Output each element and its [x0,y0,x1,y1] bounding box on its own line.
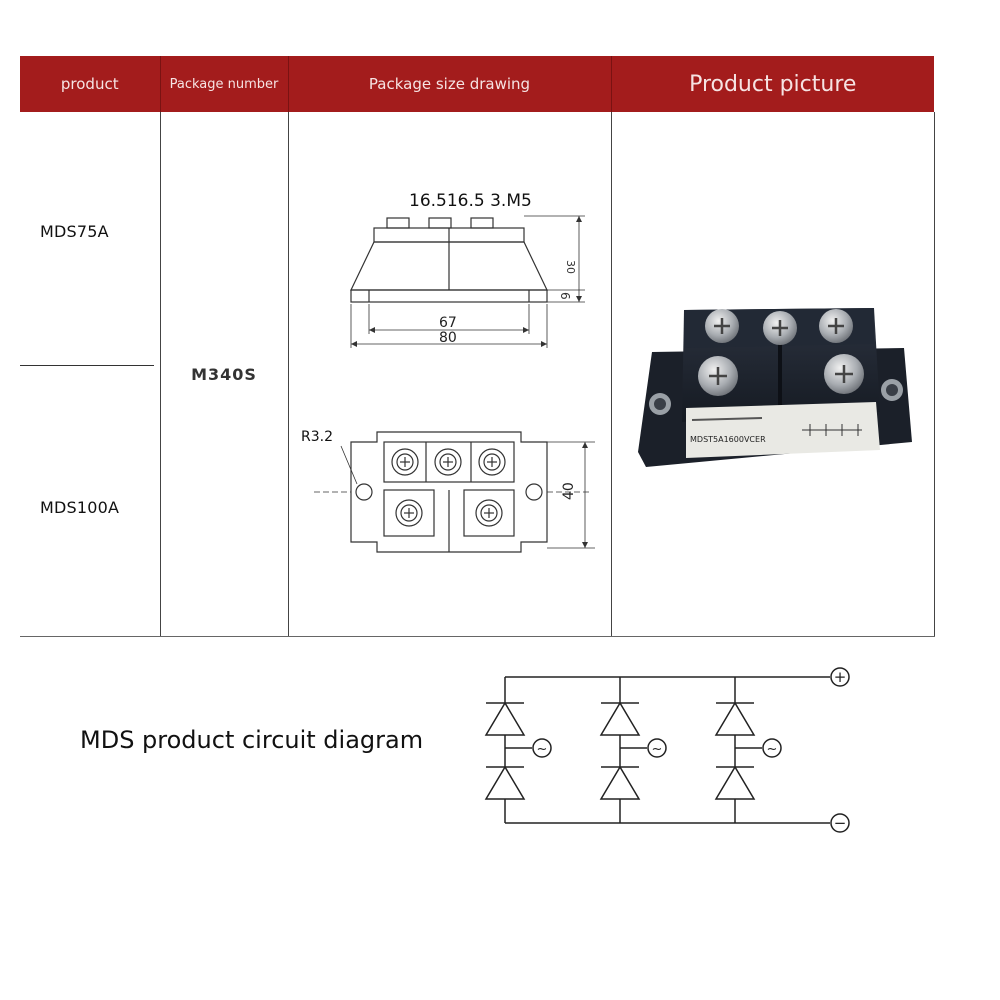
screw-icons [697,309,864,396]
plus-symbol: + [834,668,847,686]
side-view [349,215,585,348]
header-row: product Package number Package size draw… [20,56,934,112]
package-drawing-cell: 16.516.5 3.M5 30 6 67 80 [288,112,612,637]
diode-icons [484,701,756,800]
plus-terminal-icon [830,667,850,687]
header-product: product [20,56,161,112]
ac-terminal-icon [647,738,667,758]
package-size-drawing: 16.516.5 3.M5 30 6 67 80 [301,191,595,553]
module-label-plate [685,402,880,458]
ac-symbol: ~ [537,742,548,757]
dim-80: 80 [439,330,457,346]
product-name-mds75a: MDS75A [40,222,109,241]
package-number-cell: M340S [160,112,289,637]
ac-symbol: ~ [652,742,663,757]
header-package-size-drawing: Package size drawing [288,56,612,112]
header-product-picture: Product picture [611,56,934,112]
dim-arrows [350,216,582,347]
package-number-value: M340S [191,364,257,384]
dim-small: 6 [558,292,572,300]
dim-top-label: 16.516.5 3.M5 [409,191,532,211]
ac-terminal-icon [762,738,782,758]
product-name-mds100a: MDS100A [40,498,120,517]
top-dim-arrows [581,442,588,548]
dim-67: 67 [439,315,457,331]
top-view [313,431,595,553]
ac-terminal-icon [532,738,552,758]
product-divider [20,365,154,366]
circuit-diagram-label: MDS product circuit diagram [80,726,424,754]
body-row: MDS75A MDS100A M340S [20,112,935,637]
product-picture-cell: MDST5A1600VCER [611,112,935,637]
module-label-text: MDST5A1600VCER [690,435,766,444]
terminal-icons [532,667,850,833]
spec-table: product Package number Package size draw… [20,56,935,637]
header-package-number: Package number [160,56,289,112]
ac-symbol: ~ [767,742,778,757]
minus-terminal-icon [830,813,850,833]
product-cell: MDS75A MDS100A [20,112,161,637]
circuit-diagram: + − ~ ~ ~ [484,667,850,833]
product-photo: MDST5A1600VCER [637,308,912,467]
dim-40: 40 [561,482,577,500]
dim-radius: R3.2 [301,429,333,445]
minus-symbol: − [834,814,847,832]
dim-height: 30 [564,260,577,274]
